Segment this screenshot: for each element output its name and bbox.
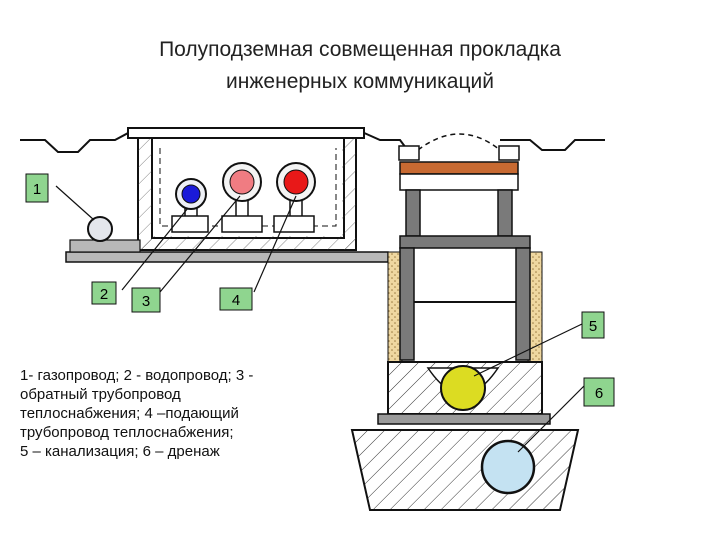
well-neck-cap — [399, 161, 519, 175]
pipe-support — [171, 215, 209, 233]
leader-line-2 — [121, 207, 189, 291]
gas-pipe-base — [69, 239, 141, 253]
title-line-1: Полуподземная совмещенная прокладка — [159, 38, 561, 61]
sewer-pipe — [440, 365, 486, 411]
label-box-2 — [91, 281, 117, 305]
channel-wall-hatch — [138, 138, 152, 250]
manhole-lid-left — [398, 145, 420, 161]
base-slab — [65, 251, 389, 263]
legend-line: теплоснабжения; 4 –подающий — [20, 405, 239, 422]
channel-wall-hatch — [342, 138, 356, 250]
gas-pipe — [87, 216, 113, 242]
label-2: 2 — [100, 286, 108, 303]
label-1: 1 — [33, 181, 41, 198]
legend-line: обратный трубопровод — [20, 386, 181, 403]
well-neck-left — [405, 189, 421, 237]
legend-line: трубопровод теплоснабжения; — [20, 424, 234, 441]
manhole-lid-right — [498, 145, 520, 161]
well-shaft-top — [399, 235, 531, 249]
label-box-6 — [583, 377, 615, 407]
leader-line-1 — [55, 185, 95, 221]
well-neck-frame — [399, 173, 519, 191]
leader-line-5 — [473, 323, 583, 377]
legend-line: 1- газопровод; 2 - водопровод; 3 - — [20, 367, 254, 384]
title-line-2: инженерных коммуникаций — [226, 70, 494, 93]
well-neck-right — [497, 189, 513, 237]
pipe-support — [273, 215, 315, 233]
well-bottom-slab — [377, 413, 551, 425]
channel-floor-hatch — [138, 236, 356, 250]
return-heat-pipe — [229, 169, 255, 195]
label-box-4 — [219, 287, 253, 311]
legend-line: 5 – канализация; 6 – дренаж — [20, 443, 220, 460]
pipe-support — [221, 215, 263, 233]
water-pipe — [181, 184, 201, 204]
label-5: 5 — [589, 318, 597, 335]
legend: 1- газопровод; 2 - водопровод; 3 - обрат… — [20, 366, 320, 461]
road-surface-far-right — [500, 139, 605, 151]
channel-cover — [127, 127, 365, 139]
label-3: 3 — [142, 293, 150, 310]
foundation — [350, 429, 580, 511]
manhole-cover-arc — [417, 133, 501, 151]
well-shaft-right — [515, 247, 531, 361]
label-box-1 — [25, 173, 49, 203]
leader-line-6 — [517, 385, 585, 453]
drain-pipe — [480, 439, 536, 495]
well-shaft-left — [399, 247, 415, 361]
label-box-5 — [581, 311, 605, 339]
label-box-3 — [131, 287, 161, 313]
supply-heat-pipe — [283, 169, 309, 195]
leader-line-3 — [159, 195, 241, 293]
road-surface-left — [20, 131, 131, 153]
leader-line-4 — [253, 195, 297, 293]
label-4: 4 — [232, 292, 240, 309]
label-6: 6 — [595, 385, 603, 402]
